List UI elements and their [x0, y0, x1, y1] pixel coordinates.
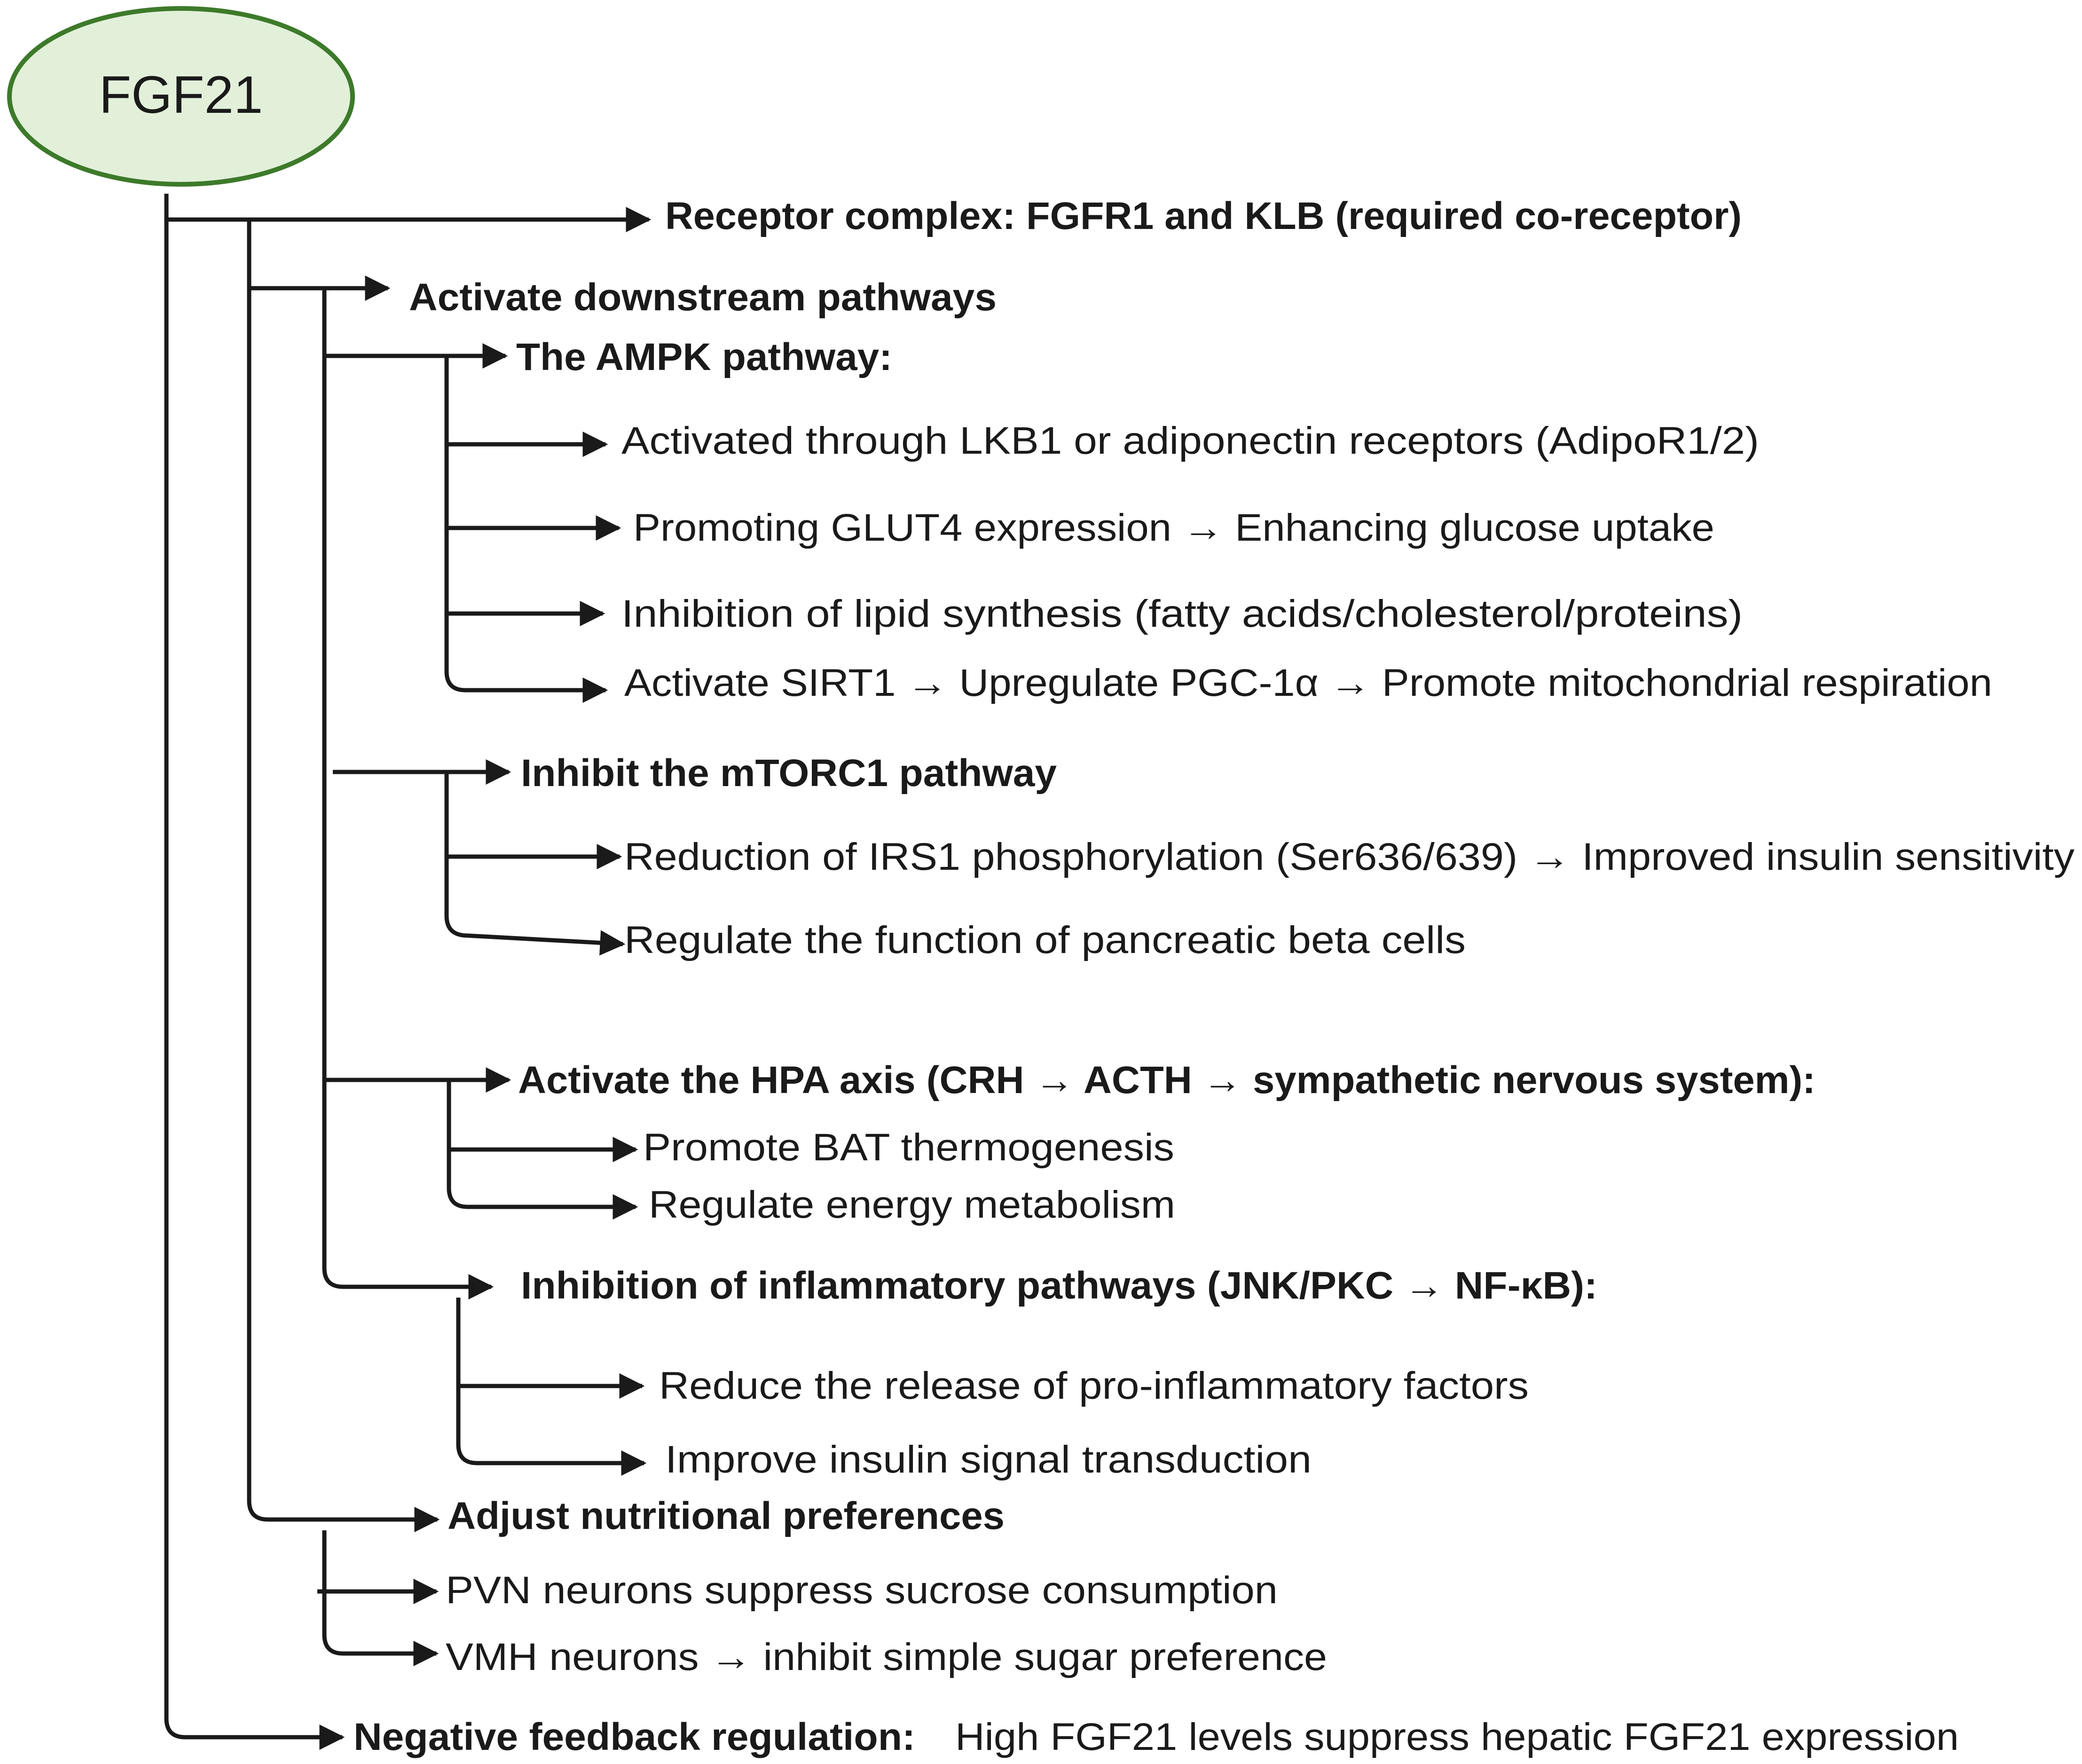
inflammation-child-2-label: Improve insulin signal transduction	[665, 1438, 1312, 1481]
ampk-child-2-label: Promoting GLUT4 expression → Enhancing g…	[633, 506, 1714, 549]
ampk-child-1-label: Activated through LKB1 or adiponectin re…	[621, 419, 1759, 462]
inflammation-child-2-arrow	[456, 1298, 647, 1476]
downstream-label: Activate downstream pathways	[409, 276, 997, 319]
feedback-detail-label: High FGF21 levels suppress hepatic FGF21…	[955, 1716, 1959, 1758]
root-node: FGF21	[7, 6, 355, 187]
mtorc1-child-2-label: Regulate the function of pancreatic beta…	[624, 919, 1466, 961]
ampk-label: The AMPK pathway:	[516, 336, 892, 378]
hpa-child-2-arrow	[447, 1080, 638, 1220]
trunk-to-feedback-arrow	[164, 194, 345, 1750]
nutrition-child-2-arrow	[322, 1530, 439, 1666]
inflammation-child-1-label: Reduce the release of pro-inflammatory f…	[659, 1364, 1529, 1407]
hpa-child-1-label: Promote BAT thermogenesis	[643, 1126, 1174, 1169]
hpa-label: Activate the HPA axis (CRH → ACTH → symp…	[518, 1059, 1815, 1102]
nutrition-arrow	[247, 220, 440, 1532]
mtorc1-label: Inhibit the mTORC1 pathway	[521, 752, 1057, 795]
nutrition-child-1-label: PVN neurons suppress sucrose consumption	[446, 1569, 1278, 1612]
feedback-label: Negative feedback regulation:	[354, 1716, 915, 1758]
ampk-child-3-label: Inhibition of lipid synthesis (fatty aci…	[621, 592, 1743, 635]
mtorc1-child-1-label: Reduction of IRS1 phosphorylation (Ser63…	[624, 835, 2074, 878]
inflammation-arrow	[322, 288, 494, 1299]
mtorc1-child-2-arrow	[444, 772, 626, 956]
root-ellipse	[7, 6, 355, 187]
labels: Receptor complex: FGFR1 and KLB (require…	[354, 195, 2074, 1758]
receptor-label: Receptor complex: FGFR1 and KLB (require…	[665, 195, 1742, 237]
connectors	[164, 194, 652, 1750]
ampk-child-4-label: Activate SIRT1 → Upregulate PGC-1α → Pro…	[624, 662, 1992, 704]
hpa-child-2-label: Regulate energy metabolism	[649, 1183, 1175, 1226]
root-label: FGF21	[99, 65, 263, 124]
nutrition-label: Adjust nutritional preferences	[448, 1495, 1005, 1537]
inflammation-label: Inhibition of inflammatory pathways (JNK…	[521, 1264, 1597, 1307]
nutrition-child-2-label: VMH neurons → inhibit simple sugar prefe…	[446, 1636, 1327, 1678]
ampk-child-4-arrow	[444, 356, 608, 703]
